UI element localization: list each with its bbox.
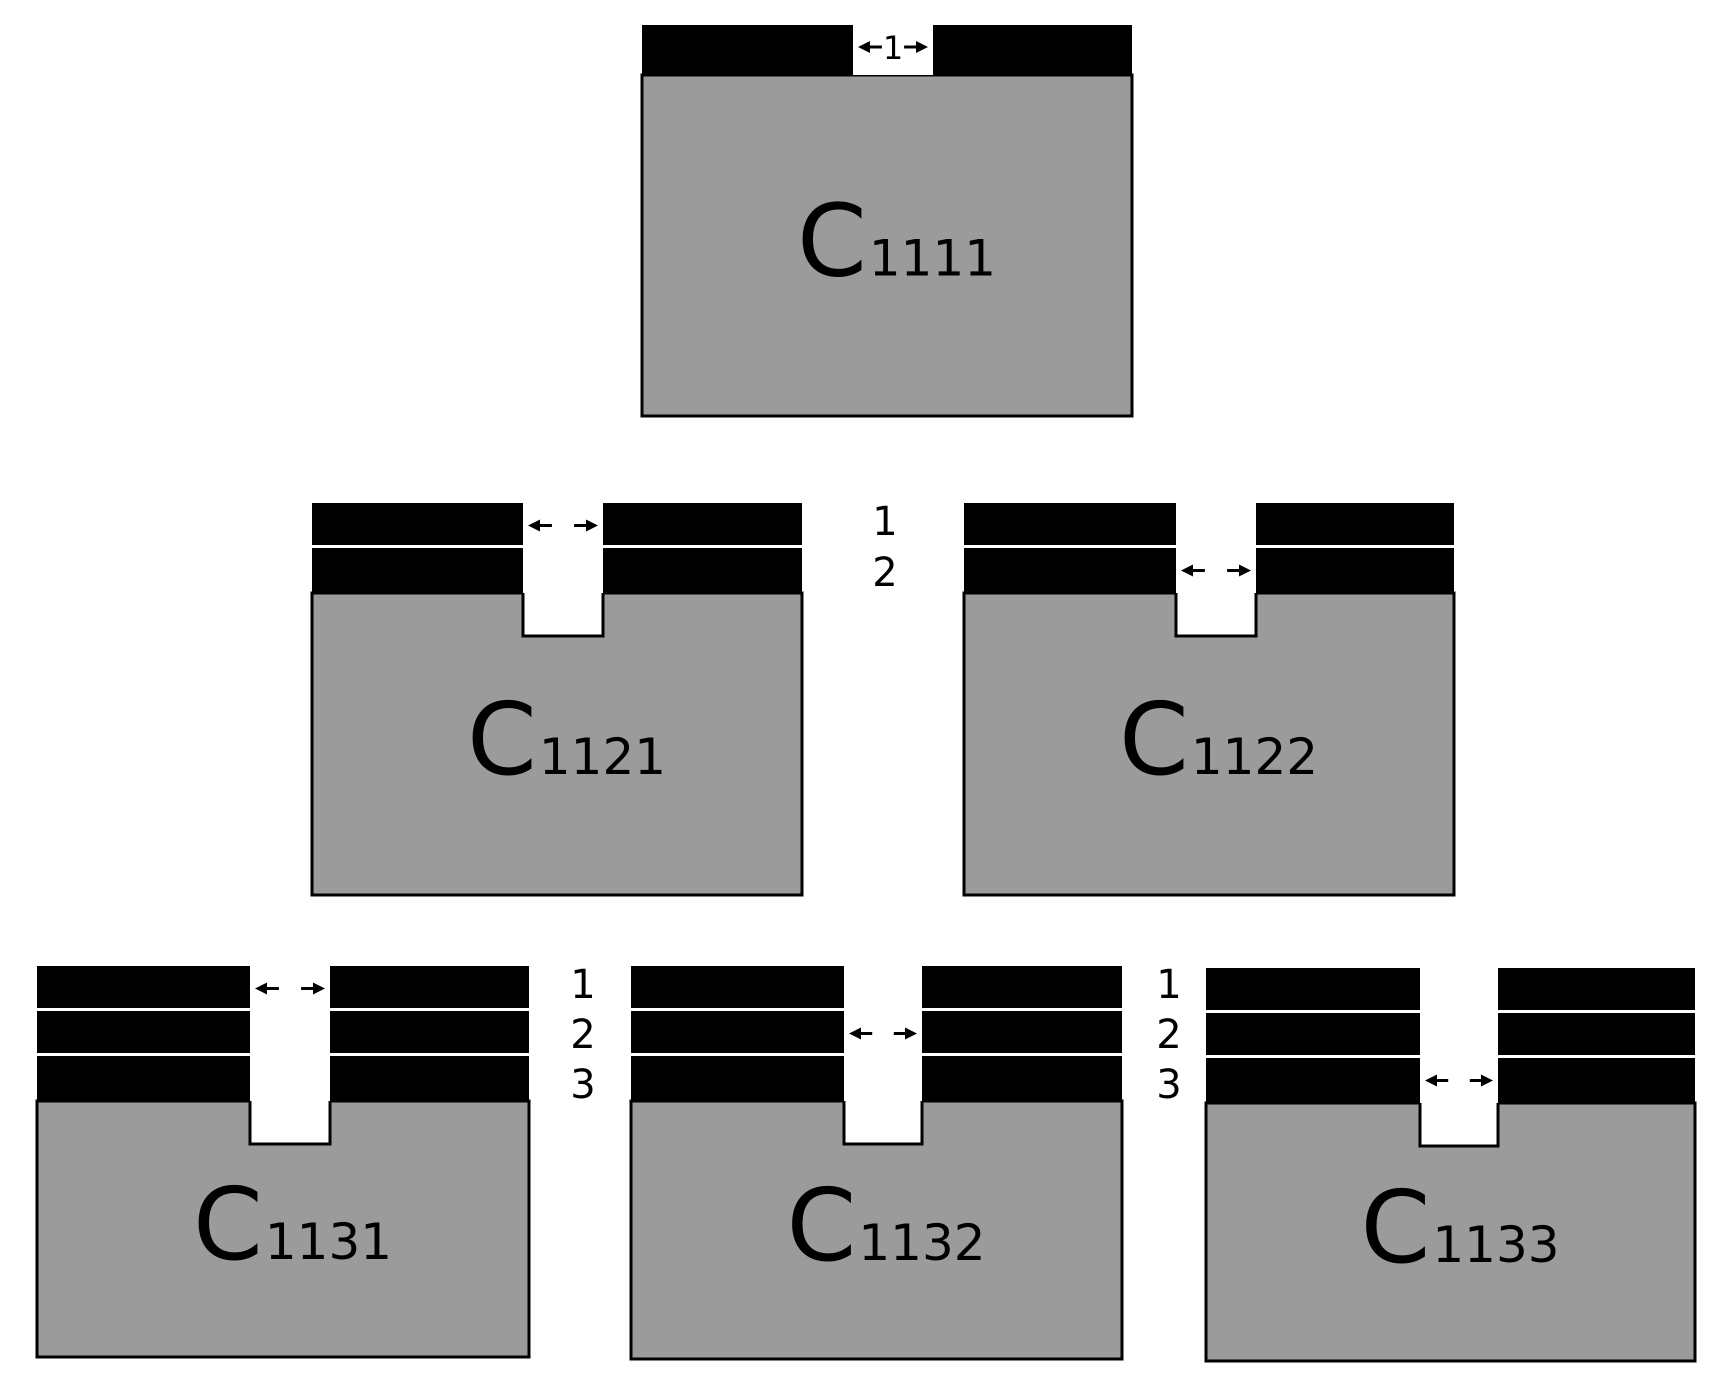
trench [250,964,330,1144]
width-arrow [858,41,928,53]
substrate-block [640,73,1134,418]
layer-number: 3 [1156,1062,1181,1108]
layer-number: 2 [872,550,897,596]
substrate-block [310,591,804,897]
trench [1420,966,1498,1146]
diagram-label: C1121 [467,681,666,798]
gap-width-label: 1 [883,29,903,67]
width-arrow [1425,1074,1493,1087]
width-arrow [849,1027,917,1040]
diagram-label: C1131 [193,1166,392,1283]
layer-number-labels: 123 [1156,962,1181,1108]
diagram-label: C1111 [797,183,996,300]
diagram-label: C1122 [1119,681,1318,798]
layer-number-labels: 123 [570,962,595,1108]
diagram-c1122: C1122 [962,501,1456,897]
layer-number: 3 [570,1062,595,1108]
substrate-block [962,591,1456,897]
layer-number-labels: 12 [872,499,897,596]
trench-outline [521,593,605,638]
diagram-c1131: C1131 [35,964,531,1359]
diagram-c1132: C1132 [629,964,1124,1361]
diagram-c1121: C1121 [310,501,804,897]
width-arrow [1181,564,1251,577]
layer-number: 2 [570,1012,595,1058]
trench-outline [842,1101,924,1146]
trench-outline [248,1101,332,1146]
diagram-label: C1133 [1361,1169,1560,1286]
width-arrow [255,982,325,995]
layer-number: 1 [872,499,897,545]
layer-number: 1 [1156,962,1181,1008]
trench [523,501,603,636]
width-arrow [528,519,598,532]
layer-number: 2 [1156,1012,1181,1058]
trench-outline [1418,1103,1500,1148]
layer-number: 1 [570,962,595,1008]
diagram-c1133: C1133 [1204,966,1697,1363]
trench [844,964,922,1144]
diagram-label: C1132 [787,1167,986,1284]
trench-outline [1174,593,1258,638]
